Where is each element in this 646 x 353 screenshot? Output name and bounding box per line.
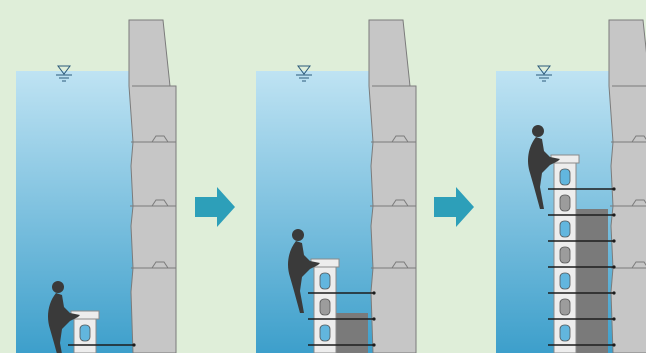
formwork-cell [319,272,331,290]
formwork-cell [559,324,571,342]
formwork-cell [559,298,571,316]
concrete-wall-icon [368,19,417,353]
step-1-panel [16,19,177,353]
formwork-column-icon [68,310,136,353]
diver-figure-icon [528,125,560,209]
formwork-cell [559,220,571,238]
diver-figure-icon [48,281,80,353]
formwork-cell [79,324,91,342]
formwork-cell [559,246,571,264]
next-step-arrow-icon [434,187,474,227]
step-3-panel [496,19,646,353]
diver-figure-icon [288,229,320,313]
water-level-icon [536,65,552,82]
formwork-cell [319,298,331,316]
backfill-block [576,209,608,353]
water-body [16,71,140,353]
formwork-cell [559,168,571,186]
formwork-cell [559,272,571,290]
formwork-column-icon [308,258,376,353]
water-level-icon [56,65,72,82]
concrete-wall-icon [608,19,646,353]
formwork-cell [319,324,331,342]
water-level-icon [296,65,312,82]
next-step-arrow-icon [195,187,235,227]
formwork-column-icon [548,154,616,353]
concrete-wall-icon [128,19,177,353]
step-2-panel [256,19,417,353]
formwork-cell [559,194,571,212]
